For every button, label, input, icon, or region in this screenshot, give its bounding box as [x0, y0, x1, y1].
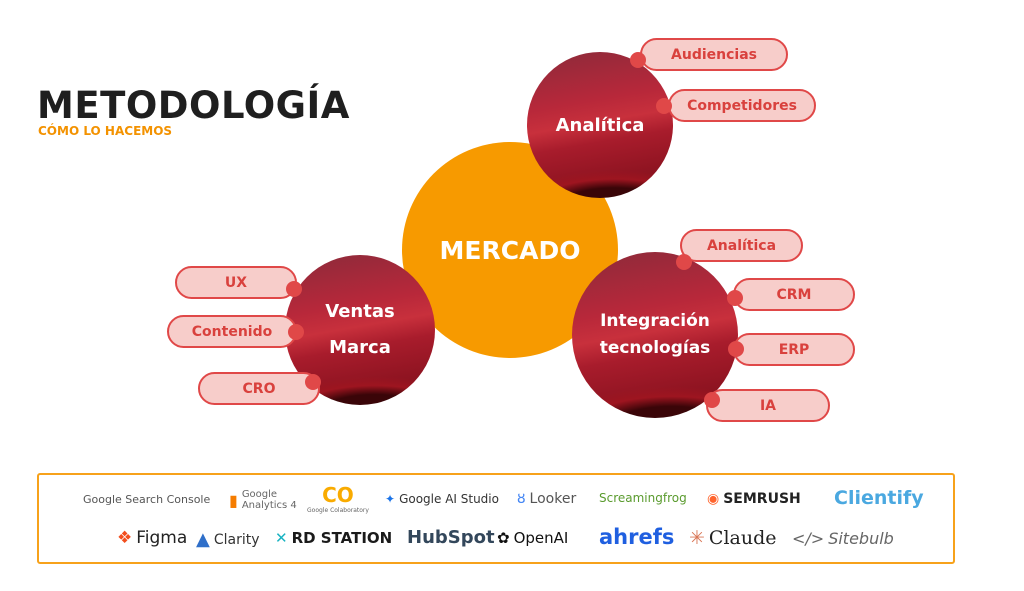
code-icon: </> [792, 529, 825, 548]
logo-text: Sitebulb [828, 529, 894, 548]
pill-contenido: Contenido [167, 315, 297, 348]
logo-google-ai-studio: ✦Google AI Studio [385, 492, 499, 506]
tools-logo-panel: Google Search Console ▮Google Analytics … [37, 473, 955, 564]
logo-text: Google Colaboratory [307, 507, 369, 514]
logo-hubspot: HubSpot [407, 527, 495, 548]
figma-icon: ❖ [117, 528, 133, 548]
logo-semrush: ◉SEMRUSH [707, 491, 801, 507]
logo-text: ahrefs [599, 525, 675, 549]
logo-text: Google AI Studio [399, 492, 499, 506]
ai-studio-icon: ✦ [385, 492, 396, 506]
claude-icon: ✳ [689, 527, 705, 549]
semrush-icon: ◉ [707, 491, 720, 507]
logo-clarity: ▲Clarity [196, 529, 260, 550]
logo-text: Claude [708, 527, 777, 549]
connector-dot [727, 290, 743, 306]
logo-text: Looker [529, 491, 577, 507]
analytics-bars-icon: ▮ [229, 490, 238, 510]
logo-text: Clarity [213, 531, 260, 548]
connector-dot [676, 254, 692, 270]
rd-icon: ✕ [275, 529, 288, 547]
logo-sitebulb: </>Sitebulb [792, 529, 894, 548]
logo-text: HubSpot [407, 527, 495, 548]
clarity-icon: ▲ [196, 529, 210, 550]
pill-erp: ERP [733, 333, 855, 366]
logo-google-analytics: ▮Google Analytics 4 [229, 489, 297, 511]
logo-text: Screamingfrog [599, 491, 687, 505]
openai-icon: ✿ [497, 529, 510, 547]
logo-text: SEMRUSH [723, 491, 801, 507]
page-title: METODOLOGÍA [37, 84, 350, 127]
connector-dot [286, 281, 302, 297]
node-label: Analítica [555, 114, 645, 136]
pill-analitica: Analítica [680, 229, 803, 262]
connector-dot [728, 341, 744, 357]
logo-text: OpenAI [513, 529, 569, 547]
logo-text: Figma [136, 528, 188, 548]
logo-text: Google Analytics 4 [241, 489, 297, 511]
logo-openai: ✿OpenAI [497, 529, 568, 547]
connector-dot [656, 98, 672, 114]
colab-icon: CO [322, 483, 354, 507]
page-subtitle: CÓMO LO HACEMOS [38, 124, 173, 138]
pill-audiencias: Audiencias [640, 38, 788, 71]
center-label: MERCADO [439, 235, 581, 265]
node-analitica: Analítica [527, 52, 673, 198]
connector-dot [288, 324, 304, 340]
logo-text: Google Search Console [83, 493, 211, 506]
node-label-line: Integración [600, 311, 710, 331]
logo-screamingfrog: Screamingfrog [599, 491, 687, 505]
pill-cro: CRO [198, 372, 320, 405]
logo-claude: ✳Claude [689, 527, 777, 549]
node-label-line: Ventas [325, 301, 395, 322]
logo-google-search-console: Google Search Console [83, 493, 210, 506]
node-label-line: tecnologías [599, 338, 711, 358]
pill-ux: UX [175, 266, 297, 299]
connector-dot [704, 392, 720, 408]
connector-dot [630, 52, 646, 68]
node-label-line: Marca [329, 337, 391, 358]
pill-competidores: Competidores [668, 89, 816, 122]
logo-rd-station: ✕RD STATION [275, 529, 392, 547]
logo-figma: ❖Figma [117, 528, 187, 548]
connector-dot [305, 374, 321, 390]
pill-crm: CRM [733, 278, 855, 311]
node-integracion: Integración tecnologías [572, 252, 738, 418]
logo-clientify: Clientify [834, 487, 924, 509]
looker-icon: ȣ [517, 491, 526, 507]
logo-ahrefs: ahrefs [599, 525, 674, 549]
logo-text: Clientify [834, 487, 924, 509]
logo-text: RD STATION [291, 529, 393, 547]
pill-ia: IA [706, 389, 830, 422]
